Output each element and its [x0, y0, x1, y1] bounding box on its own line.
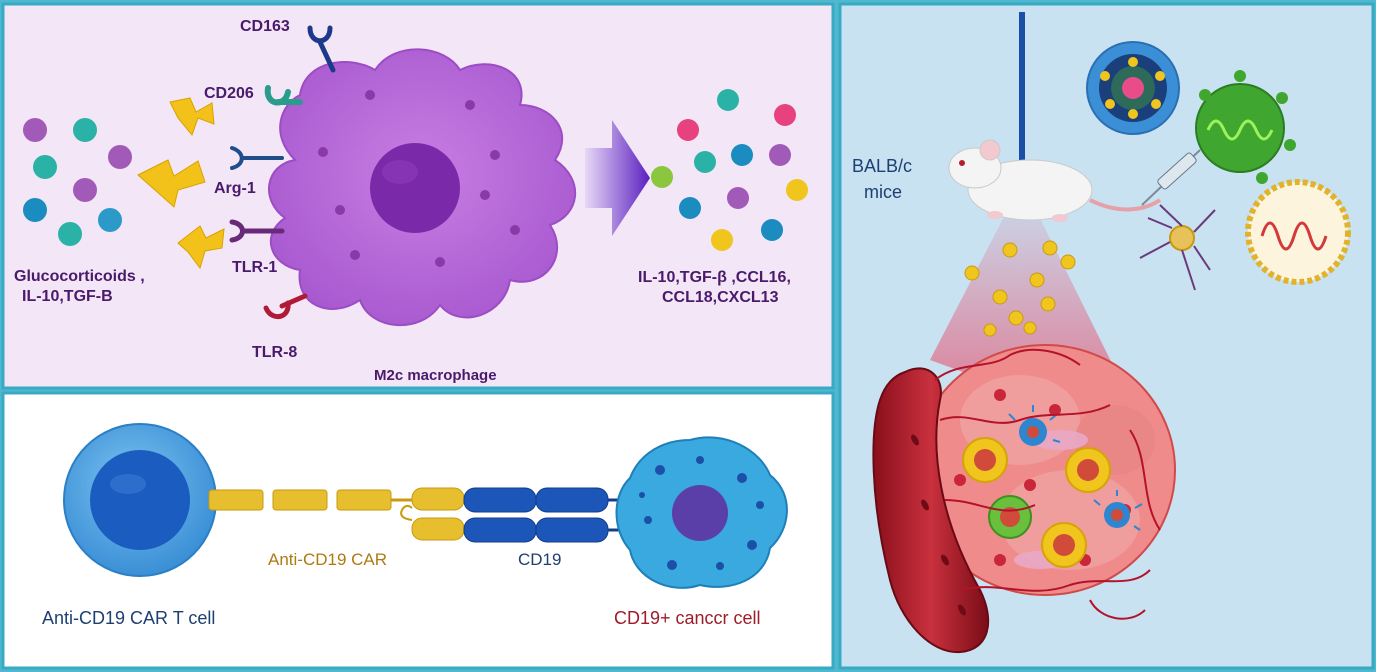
cd206-receptor-icon — [264, 85, 303, 106]
red-blood-cells — [911, 434, 966, 616]
cancer-cell-granules — [639, 456, 764, 570]
secreted-factors-label-line2: CCL18,CXCL13 — [662, 289, 779, 306]
panel-m2c-polarization: Glucocorticoids , IL-10,TGF-B — [1, 2, 835, 390]
lightning-icon — [137, 97, 225, 270]
green-immune-cell — [988, 495, 1032, 539]
tlr1-receptor-icon — [229, 219, 285, 243]
car-t-cell-nucleus — [90, 450, 190, 550]
stimuli-label-line2: IL-10,TGF-B — [22, 288, 113, 305]
panel-car-t-binding: Anti-CD19 CAR CD19 Anti-CD19 CAR T cell … — [1, 391, 835, 670]
secreted-factors-label-line1: IL-10,TGF-β ,CCL16, — [638, 269, 791, 286]
beam-particles — [964, 240, 1076, 337]
liposome-icon — [1245, 179, 1351, 285]
macrophage-granules — [318, 90, 520, 267]
secretion-arrow-icon — [585, 120, 650, 236]
blood-vessel — [872, 367, 990, 654]
cancer-cell-nucleus — [672, 485, 728, 541]
receptor-label-tlr1: TLR-1 — [232, 259, 277, 276]
panel-in-vivo-model: BALB/c mice — [838, 2, 1375, 670]
receptor-label-cd163: CD163 — [240, 18, 290, 35]
yellow-immune-cells — [962, 437, 1111, 568]
cd163-receptor-icon — [307, 25, 336, 73]
mice-label-line1: BALB/c — [852, 156, 912, 176]
anti-cd19-car — [208, 487, 465, 541]
mouse-icon — [948, 139, 1162, 222]
car-label: Anti-CD19 CAR — [268, 550, 387, 569]
macrophage-label: M2c macrophage — [374, 367, 497, 384]
stimuli-label-line1: Glucocorticoids , — [14, 268, 145, 285]
branched-nanoparticle-icon — [1139, 204, 1216, 291]
macrophage-nucleus — [370, 143, 460, 233]
tlr8-receptor-icon — [263, 293, 308, 320]
receptor-label-tlr8: TLR-8 — [252, 344, 297, 361]
receptor-label-cd206: CD206 — [204, 85, 254, 102]
mice-label-line2: mice — [864, 182, 902, 202]
arg1-receptor-icon — [230, 146, 284, 170]
receptor-label-arg1: Arg-1 — [214, 180, 256, 197]
cd19-label: CD19 — [518, 550, 561, 569]
secreted-cytokine-dots — [651, 89, 808, 251]
nanoparticle-cross-section-icon — [1086, 41, 1180, 135]
cd19-antigen — [463, 487, 626, 543]
cancer-cell-label: CD19+ canccr cell — [614, 608, 761, 628]
car-t-cell-label: Anti-CD19 CAR T cell — [42, 608, 215, 628]
capillary-network — [934, 348, 1161, 620]
green-nanoparticle-icon — [1195, 70, 1296, 184]
dendritic-cell-icon — [1008, 405, 1143, 531]
syringe-icon — [1141, 149, 1201, 206]
stimuli-dots — [23, 118, 132, 246]
